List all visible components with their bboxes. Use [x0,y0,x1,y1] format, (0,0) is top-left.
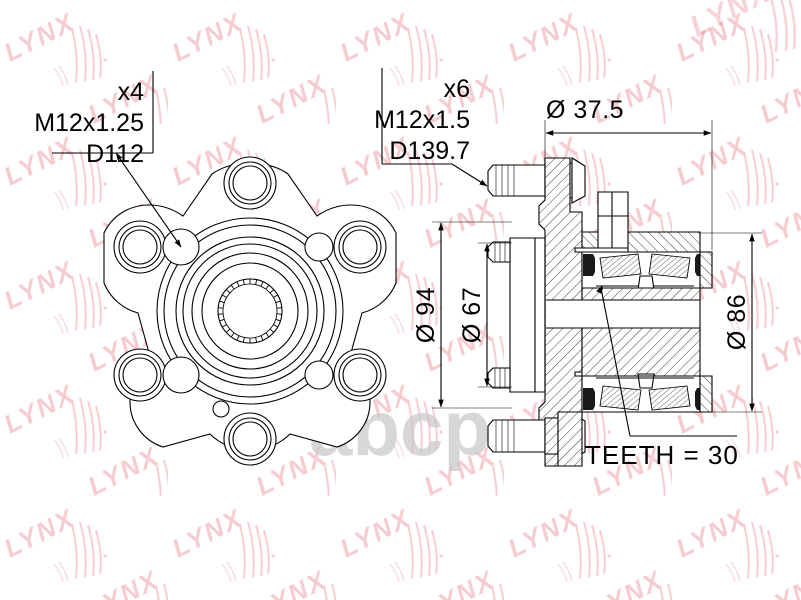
mounting-hole [304,360,334,390]
stud-hole [333,348,387,402]
left-callout-count: x4 [118,78,145,106]
left-callout-pcd: D112 [86,140,144,168]
dimension-right-outer-label: Ø 86 [723,294,751,350]
dimension-right-outer: Ø 86 [700,232,762,413]
right-callout-text: x6 M12x1.5 D139.7 [374,75,470,165]
small-locating-hole [212,400,230,418]
stud-hole-group [113,156,387,466]
spline-tooth-ring [218,279,282,343]
lynx-brand-logo: LYNX [685,0,796,53]
stud-hole [223,412,277,466]
dimension-left-outer-label: Ø 94 [412,287,440,343]
dimension-left-outer: Ø 94 [412,221,512,409]
stud-hole [113,348,167,402]
left-callout-thread: M12x1.25 [34,109,144,137]
stud-hole [223,156,277,210]
stud-hole [113,220,167,274]
lynx-logo-text: LYNX [685,0,776,44]
dimension-left-inner: Ø 67 [458,242,512,388]
left-callout-leader [52,71,182,248]
bearing-lower [581,373,707,413]
right-callout-leader [381,68,488,187]
right-callout-pcd: D139.7 [389,137,470,165]
teeth-note: TEETH = 30 [585,285,739,470]
dimension-top-width: Ø 37.5 [544,96,713,250]
left-view-flange-face [52,71,397,466]
mounting-hole [162,356,200,394]
right-view-cross-section [487,157,713,467]
teeth-note-label: TEETH = 30 [585,440,739,470]
dimension-left-inner-label: Ø 67 [458,287,486,343]
bearing-upper [581,251,707,291]
right-callout-count: x6 [444,75,470,103]
mounting-hole [304,232,334,262]
left-callout-text: x4 M12x1.25 D112 [34,78,144,168]
dimension-top-width-label: Ø 37.5 [546,96,624,124]
right-callout-thread: M12x1.5 [374,106,470,134]
stud-hole [333,220,387,274]
